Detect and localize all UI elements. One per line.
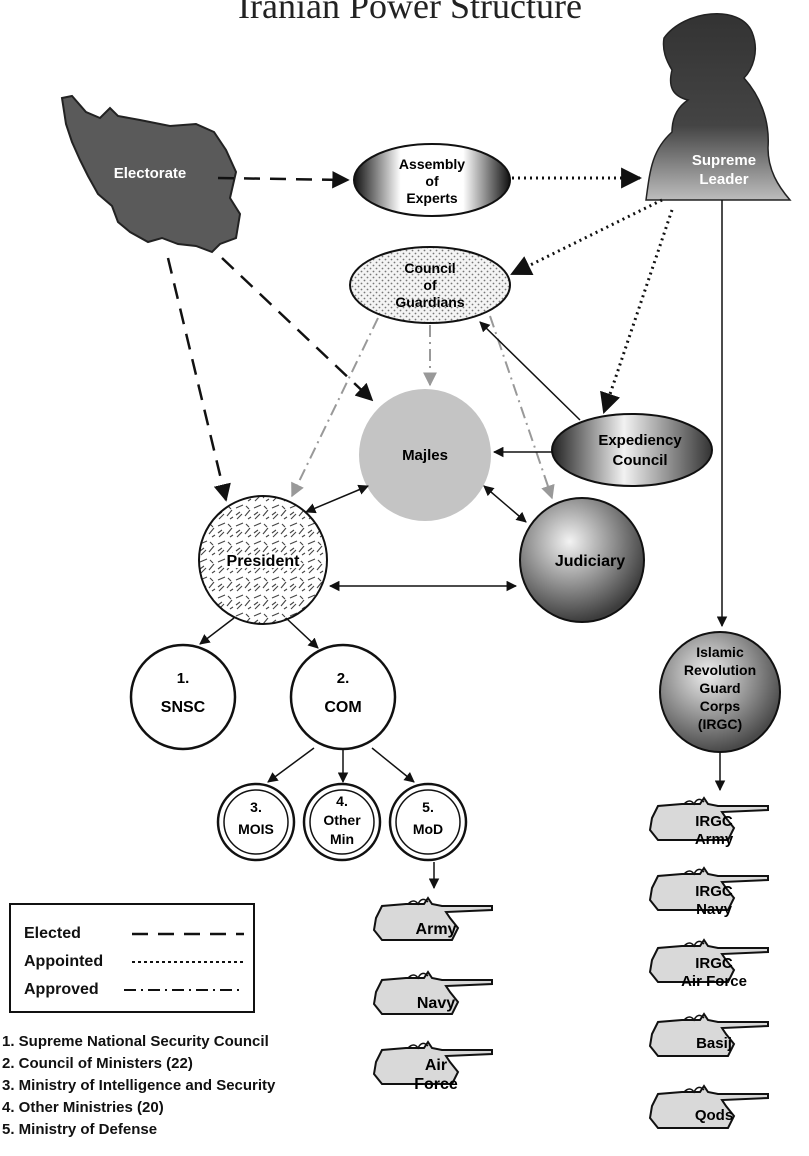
irgc-line2: Revolution — [684, 662, 756, 678]
assembly-line1: Assembly — [399, 156, 465, 172]
judiciary-label: Judiciary — [555, 553, 625, 570]
edge-president-com — [285, 617, 319, 649]
snsc-num: 1. — [177, 670, 190, 687]
irgc-army-line2: Army — [695, 831, 734, 848]
edge-majles-judiciary — [483, 485, 527, 523]
irgc-navy-line1: IRGC — [695, 883, 733, 900]
com-node — [289, 643, 397, 751]
footnotes: 1. Supreme National Security Council 2. … — [2, 1033, 276, 1138]
mod-node — [388, 782, 468, 862]
edge-electorate-assembly — [217, 171, 350, 189]
connectors — [166, 167, 728, 890]
guardians-line1: Council — [404, 260, 455, 276]
council-of-guardians-node — [349, 246, 511, 324]
president-node — [198, 495, 328, 625]
expediency-council-node — [551, 413, 713, 487]
judiciary-node — [519, 497, 645, 623]
edge-leader-expediency — [600, 209, 674, 414]
edge-com-mod — [371, 747, 415, 783]
mois-node — [216, 782, 296, 862]
supreme-leader-silhouette — [645, 13, 792, 201]
mois-num: 3. — [250, 799, 262, 815]
edge-expediency-guardians — [479, 321, 581, 421]
legend-appointed: Appointed — [24, 953, 103, 970]
majles-node — [359, 389, 491, 521]
irgc-line5: (IRGC) — [698, 716, 742, 732]
mod-label: MoD — [413, 821, 443, 837]
irgc-line4: Corps — [700, 698, 741, 714]
footnote-2: 2. Council of Ministers (22) — [2, 1055, 193, 1072]
footnote-3: 3. Ministry of Intelligence and Security — [2, 1077, 276, 1094]
president-label: President — [227, 553, 301, 570]
irgc-airforce-line1: IRGC — [695, 955, 733, 972]
mod-navy-label: Navy — [417, 995, 455, 1012]
legend: Elected Appointed Approved — [9, 903, 255, 1013]
footnote-4: 4. Other Ministries (20) — [2, 1099, 164, 1116]
footnote-1: 1. Supreme National Security Council — [2, 1033, 269, 1050]
expediency-line2: Council — [613, 452, 668, 469]
other-min-num: 4. — [336, 793, 348, 809]
diagram-title: Iranian Power Structure — [238, 0, 582, 26]
irgc-army-line1: IRGC — [695, 813, 733, 830]
com-num: 2. — [337, 670, 350, 687]
electorate-label: Electorate — [114, 165, 187, 182]
mois-label: MOIS — [238, 821, 274, 837]
iran-map-shape — [60, 94, 242, 254]
assembly-line3: Experts — [406, 190, 458, 206]
edge-guardians-judiciary — [489, 315, 555, 500]
legend-elected: Elected — [24, 925, 81, 942]
edge-president-majles — [305, 484, 369, 514]
other-min-line2: Other — [323, 812, 361, 828]
snsc-node — [129, 643, 237, 751]
edge-leader-guardians — [510, 198, 663, 276]
guardians-line3: Guardians — [395, 294, 464, 310]
irgc-line3: Guard — [699, 680, 740, 696]
mod-airforce-line1: Air — [425, 1057, 447, 1074]
legend-approved: Approved — [24, 981, 99, 998]
other-min-line3: Min — [330, 831, 354, 847]
irgc-airforce-line2: Air Force — [681, 973, 747, 990]
edge-com-mois — [267, 747, 315, 783]
irgc-forces: IRGC Army IRGC Navy IRGC Air Force Basij… — [649, 797, 769, 1129]
supreme-leader-line2: Leader — [699, 171, 748, 188]
mod-num: 5. — [422, 799, 434, 815]
other-min-node — [302, 782, 382, 862]
edge-president-snsc — [199, 617, 235, 645]
qods-label: Qods — [695, 1107, 733, 1124]
snsc-label: SNSC — [161, 699, 206, 716]
irgc-line1: Islamic — [696, 644, 744, 660]
assembly-line2: of — [425, 173, 439, 189]
basij-label: Basij — [696, 1035, 732, 1052]
guardians-line2: of — [423, 277, 437, 293]
supreme-leader-line1: Supreme — [692, 152, 756, 169]
footnote-5: 5. Ministry of Defense — [2, 1121, 157, 1138]
legend-box — [9, 903, 255, 1013]
edge-guardians-president — [291, 317, 379, 498]
irgc-navy-line2: Navy — [696, 901, 733, 918]
mod-army-label: Army — [416, 921, 457, 938]
mod-forces: Army Navy Air Force — [373, 897, 493, 1093]
edge-electorate-majles — [221, 257, 374, 402]
expediency-line1: Expediency — [598, 432, 682, 449]
edge-electorate-president — [166, 257, 231, 502]
majles-label: Majles — [402, 447, 448, 464]
com-label: COM — [324, 699, 361, 716]
assembly-of-experts-node — [353, 143, 511, 217]
mod-airforce-line2: Force — [414, 1076, 458, 1093]
